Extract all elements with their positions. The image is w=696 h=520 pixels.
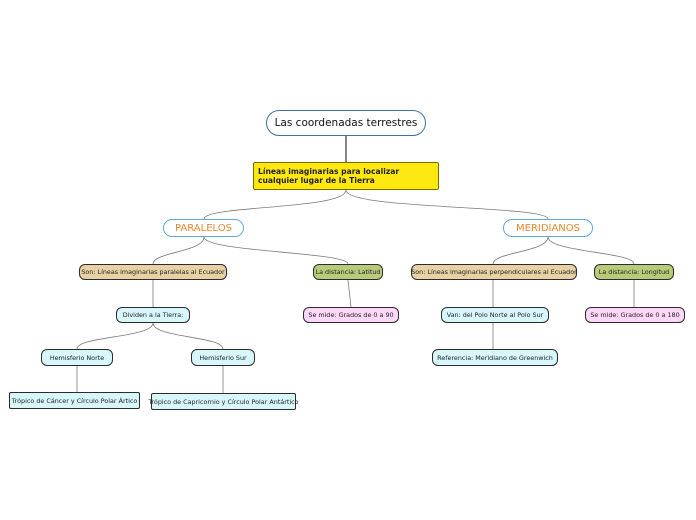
root-node[interactable]: Las coordenadas terrestres (266, 110, 426, 136)
paralelos-distancia-node[interactable]: La distancia: Latitud (313, 264, 383, 280)
tropico-cancer-node[interactable]: Trópico de Cáncer y Círculo Polar Ártico (9, 392, 140, 409)
paralelos-mide-node[interactable]: Se mide: Grados de 0 a 90 (303, 307, 399, 323)
link-dividen-norte (76, 322, 154, 350)
van-node[interactable]: Van: del Polo Norte al Polo Sur (441, 307, 549, 323)
paralelos-son-node[interactable]: Son: Líneas imaginarias paralelas al Ecu… (79, 264, 227, 280)
link-main-meridianos (345, 189, 549, 220)
hemisferio-sur-node[interactable]: Hemisferio Sur (191, 349, 255, 366)
hemisferio-norte-node[interactable]: Hemisferio Norte (41, 349, 113, 366)
main-node[interactable]: Líneas imaginarias para localizar cualqu… (253, 162, 439, 190)
link-meridianos-son (492, 236, 549, 265)
link-paralelos-distancia (203, 236, 349, 265)
tropico-capricornio-node[interactable]: Trópico de Capricornio y Círculo Polar A… (148, 393, 299, 410)
link-distancia-mide-p (347, 279, 352, 308)
meridianos-son-node[interactable]: Son: Líneas imaginarias perpendiculares … (411, 264, 577, 280)
referencia-node[interactable]: Referencia: Meridiano de Greenwich (432, 349, 558, 366)
link-main-paralelos (203, 189, 347, 220)
meridianos-distancia-node[interactable]: La distancia: Longitud (594, 264, 674, 280)
meridianos-node[interactable]: MERIDIANOS (503, 219, 593, 237)
link-paralelos-son (152, 236, 205, 265)
dividen-node[interactable]: Dividen a la Tierra: (116, 307, 190, 323)
link-dividen-sur (152, 322, 224, 350)
meridianos-mide-node[interactable]: Se mide: Grados de 0 a 180 (585, 307, 685, 323)
link-meridianos-distancia (547, 236, 635, 265)
paralelos-node[interactable]: PARALELOS (163, 219, 244, 237)
